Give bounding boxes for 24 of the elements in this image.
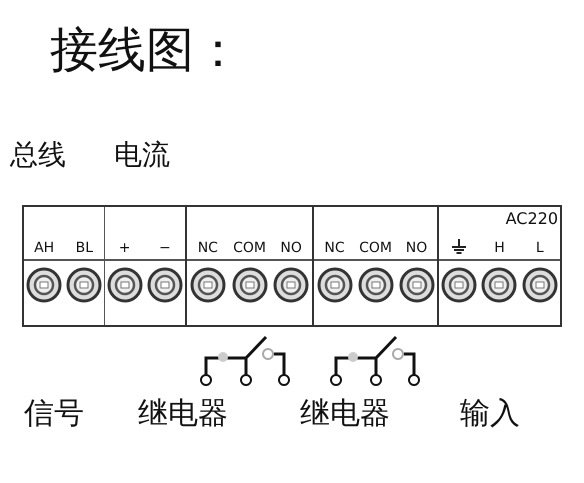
terminal-label: BL — [76, 241, 94, 255]
terminal-block — [22, 205, 187, 327]
label: 电流 — [114, 138, 170, 172]
label: 继电器 — [138, 396, 228, 432]
terminal-label: NO — [280, 241, 302, 255]
terminal-label: − — [159, 241, 171, 255]
terminal-label: NO — [406, 241, 428, 255]
terminal-block — [437, 205, 562, 327]
terminal-label: COM — [233, 241, 266, 255]
terminal-label: L — [536, 241, 544, 255]
terminal-label: H — [494, 241, 505, 255]
label: 输入 — [460, 396, 520, 432]
terminal-label: NC — [324, 241, 345, 255]
label: 信号 — [24, 396, 84, 432]
title: 接线图： — [50, 22, 242, 80]
terminal-label: NC — [198, 241, 218, 255]
terminal-block — [312, 205, 439, 327]
terminal-label: + — [118, 241, 130, 255]
label: 总线 — [10, 138, 66, 172]
voltage-label: AC220 — [506, 211, 558, 227]
terminal-block — [185, 205, 314, 327]
terminal-label: AH — [34, 241, 54, 255]
terminal-label: COM — [359, 241, 392, 255]
label: 继电器 — [300, 396, 390, 432]
